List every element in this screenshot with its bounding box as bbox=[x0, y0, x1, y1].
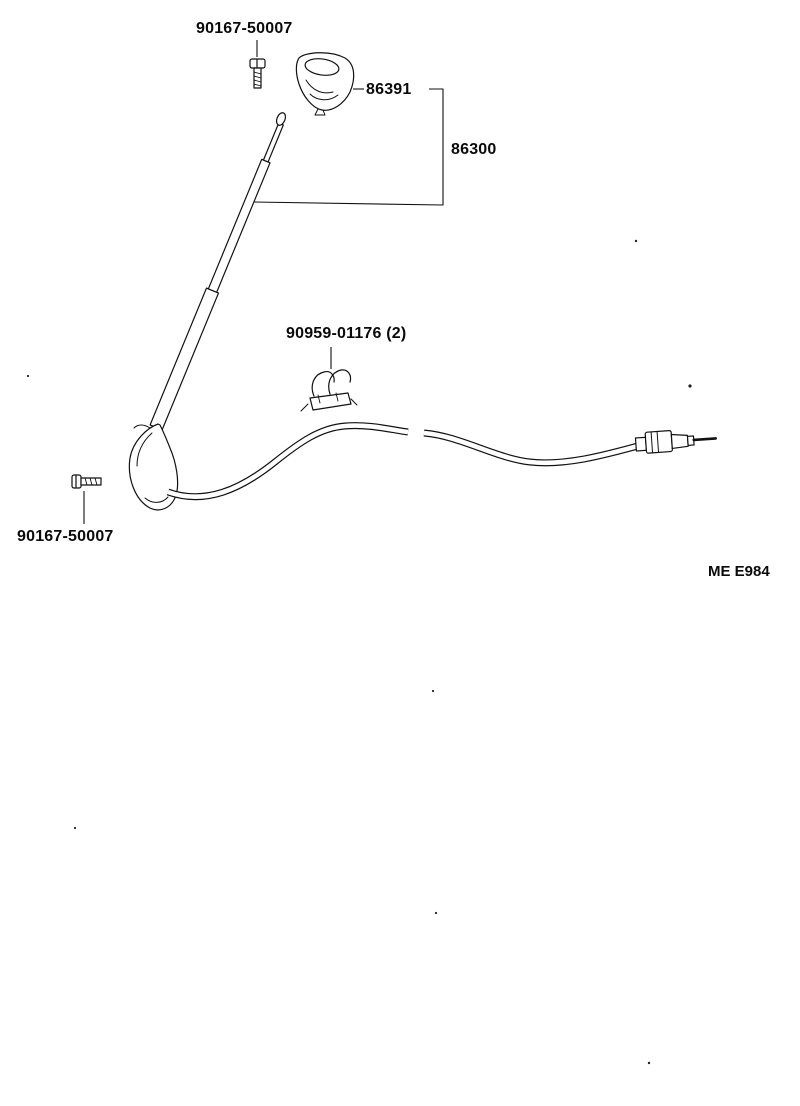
part-label-screw-top: 90167-50007 bbox=[196, 20, 293, 37]
part-label-screw-bottom: 90167-50007 bbox=[17, 528, 114, 545]
leader-antenna-assembly bbox=[253, 88, 444, 206]
diagram-code: ME E984 bbox=[708, 563, 770, 580]
leader-lines bbox=[83, 40, 444, 524]
cable-part bbox=[166, 422, 639, 501]
antenna-mast-part bbox=[149, 112, 287, 431]
bezel-part bbox=[295, 52, 355, 116]
screw-bottom-part bbox=[71, 474, 102, 489]
scan-specks bbox=[26, 239, 692, 1065]
part-label-clamp: 90959-01176 (2) bbox=[286, 325, 407, 342]
part-label-bezel: 86391 bbox=[366, 81, 412, 98]
clamp-part bbox=[300, 369, 358, 412]
screw-top-part bbox=[249, 58, 266, 89]
cable-connector-part bbox=[634, 430, 717, 454]
antenna-base-part bbox=[128, 423, 179, 511]
part-label-antenna-assembly: 86300 bbox=[451, 141, 497, 158]
